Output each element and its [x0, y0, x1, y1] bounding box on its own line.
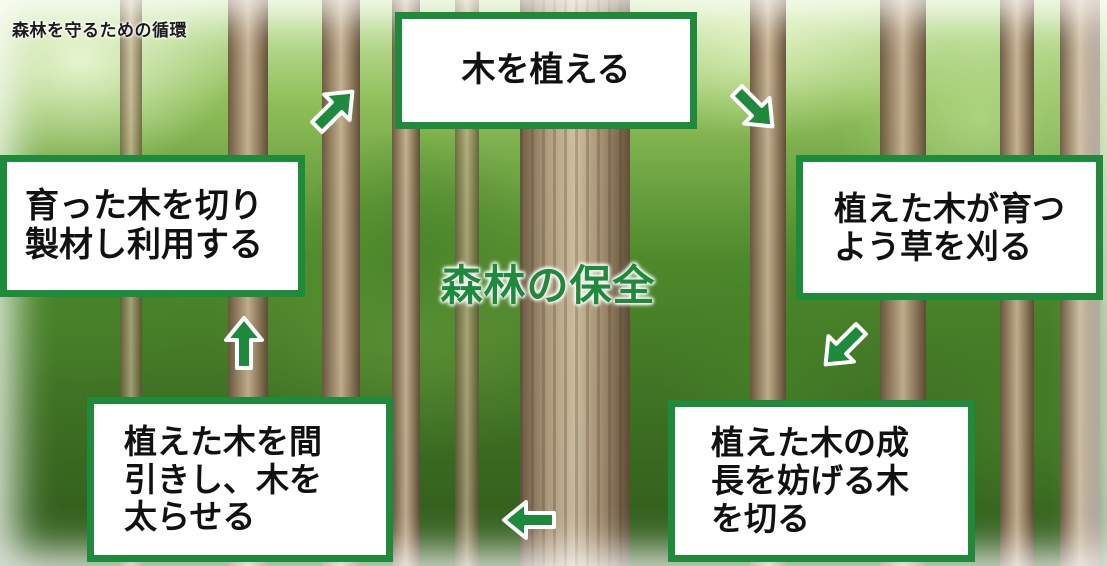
arrow-up-right-icon [310, 89, 355, 134]
arrow-down-left-icon [823, 322, 868, 367]
step-harvest-and-use: 育った木を切り 製材し利用する [0, 155, 305, 297]
step-weeding-text: 植えた木が育つ よう草を刈る [834, 188, 1065, 266]
arrow-down-right-icon [730, 84, 775, 129]
step-plant-trees: 木を植える [395, 12, 697, 129]
step-thinning: 植えた木を間 引きし、木を 太らせる [87, 397, 393, 562]
step-plant-trees-text: 木を植える [461, 49, 631, 90]
page-title: 森林を守るための循環 [12, 21, 187, 41]
step-cut-obstructing-trees: 植えた木の成 長を妨げる木 を切る [668, 400, 975, 562]
step-harvest-and-use-text: 育った木を切り 製材し利用する [25, 185, 263, 265]
arrow-up-icon [224, 316, 264, 370]
step-weeding: 植えた木が育つ よう草を刈る [796, 155, 1103, 300]
center-label: 森林の保全 [440, 261, 656, 310]
step-cut-obstructing-trees-text: 植えた木の成 長を妨げる木 を切る [711, 423, 909, 538]
step-thinning-text: 植えた木を間 引きし、木を 太らせる [124, 421, 322, 537]
arrow-left-icon [502, 500, 556, 540]
